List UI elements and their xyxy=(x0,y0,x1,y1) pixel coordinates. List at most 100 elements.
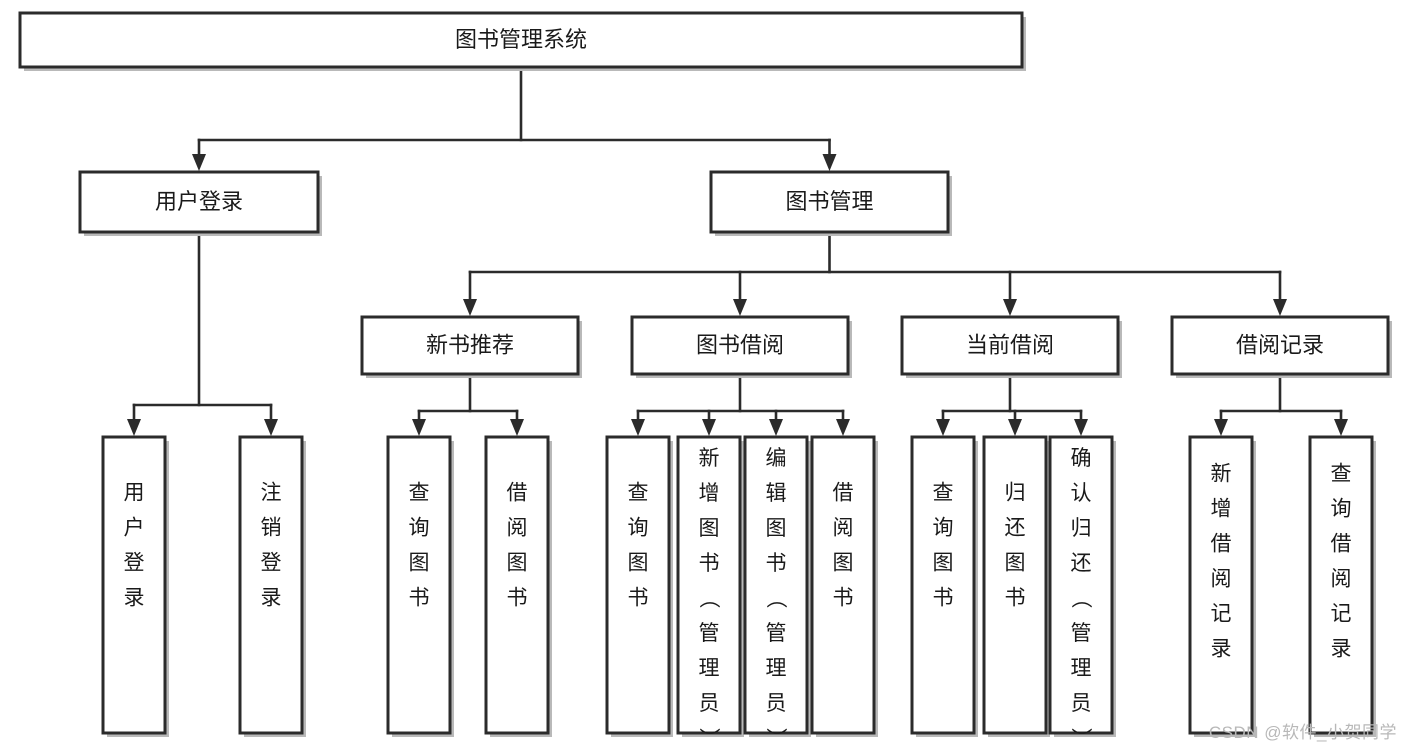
node-label-char: （ xyxy=(1069,588,1092,609)
node-label-char: 查 xyxy=(409,482,430,505)
node-label-char: 编 xyxy=(766,447,787,470)
node-label-char: 图 xyxy=(1005,552,1026,575)
node-label-char: 询 xyxy=(409,517,430,540)
node-label: 当前借阅 xyxy=(966,332,1054,357)
node-label-char: 理 xyxy=(699,657,720,680)
node-label-char: 管 xyxy=(766,622,787,645)
box-outline xyxy=(18,11,1024,69)
node-level3-3[interactable]: 当前借阅 xyxy=(900,315,1122,378)
node-level3-4[interactable]: 借阅记录 xyxy=(1170,315,1392,378)
node-label-char: 认 xyxy=(1071,482,1092,505)
box-outline xyxy=(1188,435,1254,735)
node-label-char: （ xyxy=(764,588,787,609)
arrow-head-icon xyxy=(822,154,837,171)
node-label-char: 增 xyxy=(1211,497,1232,520)
node-label-char: 询 xyxy=(933,517,954,540)
node-label-char: 录 xyxy=(124,587,145,610)
node-label-char: 员 xyxy=(699,692,720,715)
node-label-char: 记 xyxy=(1331,602,1352,625)
node-label-char: 书 xyxy=(766,552,787,575)
arrow-head-icon xyxy=(192,154,206,171)
arrow-head-icon xyxy=(1074,419,1088,436)
node-label-char: 书 xyxy=(507,587,528,610)
node-label-char: 增 xyxy=(699,482,720,505)
node-label-char: 注 xyxy=(261,482,282,505)
node-label-char: 阅 xyxy=(1211,567,1232,590)
box-outline xyxy=(676,435,742,735)
box-outline xyxy=(910,435,976,735)
box-outline xyxy=(484,435,550,735)
box-outline xyxy=(78,170,320,234)
node-label-char: 登 xyxy=(261,552,282,575)
node-label-char: 询 xyxy=(1331,497,1352,520)
node-label-char: 图 xyxy=(833,552,854,575)
box-outline xyxy=(1048,435,1114,735)
box-outline xyxy=(630,315,850,376)
node-label: 借阅记录 xyxy=(1236,332,1324,357)
node-label-char: 理 xyxy=(766,657,787,680)
node-level3-1[interactable]: 新书推荐 xyxy=(360,315,582,378)
node-label-char: 员 xyxy=(766,692,787,715)
node-label-char: 辑 xyxy=(766,482,787,505)
arrow-head-icon xyxy=(733,299,747,316)
box-outline xyxy=(101,435,167,735)
box-outline xyxy=(238,435,304,735)
box-outline xyxy=(386,435,452,735)
arrow-head-icon xyxy=(1273,299,1287,316)
node-label: 用户登录 xyxy=(155,189,243,214)
node-label-char: 查 xyxy=(1331,462,1352,485)
node-label-char: 图 xyxy=(699,517,720,540)
node-label-char: ） xyxy=(697,728,720,747)
node-level2-1[interactable]: 用户登录 xyxy=(78,170,322,236)
node-label-char: 书 xyxy=(628,587,649,610)
node-layer: 图书管理系统用户登录图书管理新书推荐图书借阅当前借阅借阅记录用户登录注销登录查询… xyxy=(18,11,1392,747)
node-label-char: 借 xyxy=(1211,532,1232,555)
node-label-char: 书 xyxy=(1005,587,1026,610)
node-label-char: 图 xyxy=(507,552,528,575)
node-label-char: 书 xyxy=(933,587,954,610)
node-label-char: 录 xyxy=(1211,637,1232,660)
connector-layer xyxy=(127,65,1348,436)
node-label-char: 借 xyxy=(1331,532,1352,555)
node-label-char: 用 xyxy=(124,482,145,505)
node-label-char: 查 xyxy=(933,482,954,505)
node-leaf-1[interactable]: 用户登录 xyxy=(101,435,169,737)
box-outline xyxy=(900,315,1120,376)
node-label-char: 查 xyxy=(628,482,649,505)
node-label-char: 确 xyxy=(1071,447,1092,470)
node-label-char: 图 xyxy=(766,517,787,540)
arrow-head-icon xyxy=(1334,419,1348,436)
arrow-head-icon xyxy=(936,419,950,436)
node-root-system[interactable]: 图书管理系统 xyxy=(18,11,1026,71)
box-outline xyxy=(709,170,950,234)
node-level2-2[interactable]: 图书管理 xyxy=(709,170,952,236)
node-label: 图书管理系统 xyxy=(455,27,587,52)
arrow-head-icon xyxy=(127,419,141,436)
node-label: 图书借阅 xyxy=(696,332,784,357)
box-outline xyxy=(1170,315,1390,376)
arrow-head-icon xyxy=(769,419,783,436)
node-label-char: （ xyxy=(697,588,720,609)
arrow-head-icon xyxy=(836,419,850,436)
node-label-char: 登 xyxy=(124,552,145,575)
node-label-char: 阅 xyxy=(1331,567,1352,590)
arrow-head-icon xyxy=(631,419,645,436)
box-outline xyxy=(605,435,671,735)
node-level3-2[interactable]: 图书借阅 xyxy=(630,315,852,378)
node-label-char: 图 xyxy=(628,552,649,575)
node-label-char: 归 xyxy=(1005,482,1026,505)
